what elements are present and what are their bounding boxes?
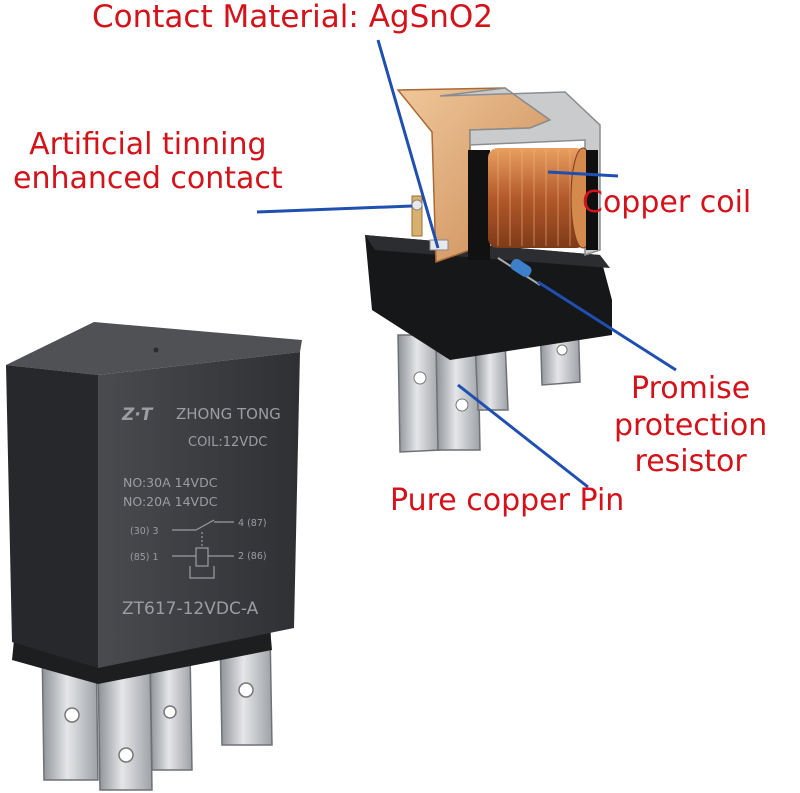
callout-protection-resistor: Promise protection resistor bbox=[614, 371, 767, 481]
leader-protection-resistor bbox=[537, 280, 677, 372]
relay-brand: ZHONG TONG bbox=[176, 405, 281, 423]
relay-logo: Z·T bbox=[121, 405, 154, 425]
callout-resistor-line1: Promise bbox=[631, 371, 751, 406]
relay-front-face bbox=[98, 352, 300, 668]
relay-schematic bbox=[172, 519, 234, 579]
callout-resistor-line3: resistor bbox=[634, 444, 747, 480]
relay-side-face bbox=[6, 365, 98, 668]
callout-resistor-line2: protection bbox=[614, 407, 768, 443]
relay-pin86: 2 (86) bbox=[238, 551, 267, 562]
leader-contact-material bbox=[376, 39, 440, 249]
relay-coil-rating: COIL:12VDC bbox=[188, 435, 267, 450]
leader-copper-coil bbox=[547, 170, 619, 178]
bobbin-flange bbox=[468, 150, 490, 260]
contact-point bbox=[429, 239, 449, 251]
callout-artificial-tinning-line1: Artificial tinning bbox=[29, 127, 267, 162]
tinned-contact-terminal bbox=[411, 195, 423, 237]
leader-artificial-tinning bbox=[256, 204, 413, 214]
leader-lines bbox=[256, 39, 677, 489]
leader-copper-pin bbox=[457, 383, 589, 489]
relay-printed-label: Z·T ZHONG TONG COIL:12VDC NO:30A 14VDC N… bbox=[121, 405, 281, 619]
sealed-relay: Z·T ZHONG TONG COIL:12VDC NO:30A 14VDC N… bbox=[6, 322, 302, 791]
callout-artificial-tinning: Artificial tinning enhanced contact bbox=[13, 128, 283, 195]
callout-contact-material: Contact Material: AgSnO2 bbox=[92, 0, 494, 35]
callout-copper-pin: Pure copper Pin bbox=[390, 483, 625, 518]
relay-pin87: 4 (87) bbox=[238, 518, 267, 529]
relay-model: ZT617-12VDC-A bbox=[122, 599, 259, 619]
callout-copper-coil: Copper coil bbox=[582, 185, 752, 220]
relay-no-rating: NO:30A 14VDC bbox=[123, 475, 218, 490]
relay-pin30: (30) 3 bbox=[130, 526, 159, 537]
callout-artificial-tinning-line2: enhanced contact bbox=[13, 160, 283, 196]
opened-relay bbox=[365, 87, 612, 453]
relay-pin85: (85) 1 bbox=[130, 552, 159, 563]
relay-nc-rating: NO:20A 14VDC bbox=[123, 494, 218, 509]
opened-relay-base bbox=[365, 235, 612, 360]
protection-resistor-part bbox=[497, 257, 541, 286]
steel-frame bbox=[439, 87, 601, 257]
